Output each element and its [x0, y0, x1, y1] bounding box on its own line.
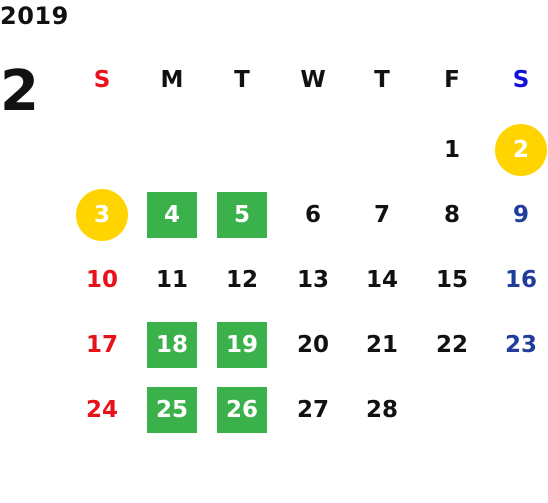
day-cell-28[interactable]: 28 — [365, 396, 398, 423]
day-cell-7[interactable]: 7 — [373, 201, 390, 228]
day-cell-21[interactable]: 21 — [365, 331, 398, 358]
day-cell-9[interactable]: 9 — [512, 201, 529, 228]
day-cell-1[interactable]: 1 — [443, 136, 460, 163]
weekday-header: F — [444, 66, 460, 93]
day-cell-13[interactable]: 13 — [296, 266, 329, 293]
weekday-header: M — [160, 66, 184, 93]
day-cell-16[interactable]: 16 — [504, 266, 537, 293]
day-cell-25[interactable]: 25 — [147, 387, 197, 433]
weekday-header: S — [512, 66, 530, 93]
day-cell-14[interactable]: 14 — [365, 266, 398, 293]
day-cell-26[interactable]: 26 — [217, 387, 267, 433]
day-cell-20[interactable]: 20 — [296, 331, 329, 358]
day-cell-19[interactable]: 19 — [217, 322, 267, 368]
day-cell-4[interactable]: 4 — [147, 192, 197, 238]
month-number: 2 — [0, 59, 39, 124]
weekday-header: S — [93, 66, 111, 93]
day-cell-11[interactable]: 11 — [155, 266, 188, 293]
day-cell-15[interactable]: 15 — [435, 266, 468, 293]
day-cell-22[interactable]: 22 — [435, 331, 468, 358]
day-cell-10[interactable]: 10 — [85, 266, 118, 293]
day-cell-2[interactable]: 2 — [495, 124, 547, 176]
weekday-header: T — [234, 66, 250, 93]
weekday-header: T — [374, 66, 390, 93]
day-cell-3[interactable]: 3 — [76, 189, 128, 241]
day-cell-12[interactable]: 12 — [225, 266, 258, 293]
day-cell-18[interactable]: 18 — [147, 322, 197, 368]
day-cell-8[interactable]: 8 — [443, 201, 460, 228]
day-cell-23[interactable]: 23 — [504, 331, 537, 358]
day-cell-5[interactable]: 5 — [217, 192, 267, 238]
day-cell-27[interactable]: 27 — [296, 396, 329, 423]
day-cell-24[interactable]: 24 — [85, 396, 118, 423]
day-cell-6[interactable]: 6 — [304, 201, 321, 228]
year-label: 2019 — [0, 2, 69, 30]
weekday-header: W — [300, 66, 326, 93]
day-cell-17[interactable]: 17 — [85, 331, 118, 358]
